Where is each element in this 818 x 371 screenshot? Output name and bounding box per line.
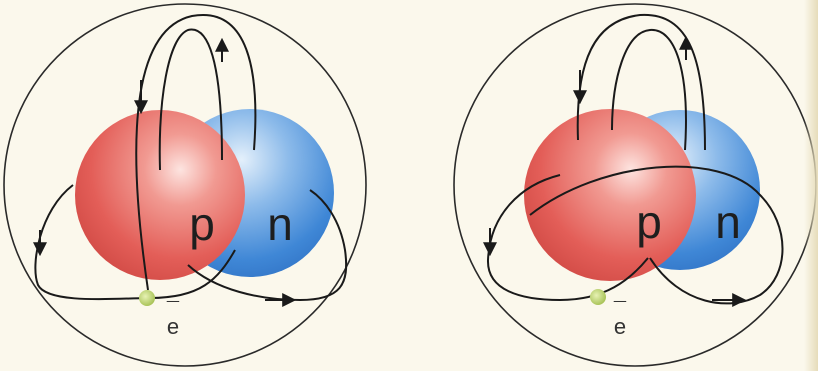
orbit-top-loop-1	[576, 13, 706, 151]
orbit-top-loop-1	[135, 13, 257, 291]
proton-label: p	[189, 198, 215, 250]
electron-bar: ¯	[166, 298, 180, 323]
orbit-right-loop	[529, 165, 784, 305]
electron-bar: ¯	[613, 298, 627, 323]
electron-label: e	[614, 314, 626, 339]
orbit-top-loop-2	[158, 28, 223, 171]
page-edge-shadow	[804, 0, 818, 371]
panel-right: p n ¯ e	[453, 3, 817, 367]
neutron-label: n	[715, 196, 741, 248]
proton-label: p	[636, 196, 662, 248]
electron-dot	[590, 289, 606, 305]
proton-sphere	[75, 110, 245, 280]
orbit-right-loop	[187, 189, 348, 302]
outer-atom-boundary	[3, 3, 367, 367]
orbit-left-loop	[486, 174, 649, 302]
electron-label: e	[167, 314, 179, 339]
orbit-top-loop-2	[611, 28, 687, 151]
electron-dot	[139, 290, 155, 306]
panel-left: p n ¯ e	[3, 3, 367, 367]
proton-sphere	[524, 109, 696, 281]
neutron-label: n	[267, 198, 293, 250]
